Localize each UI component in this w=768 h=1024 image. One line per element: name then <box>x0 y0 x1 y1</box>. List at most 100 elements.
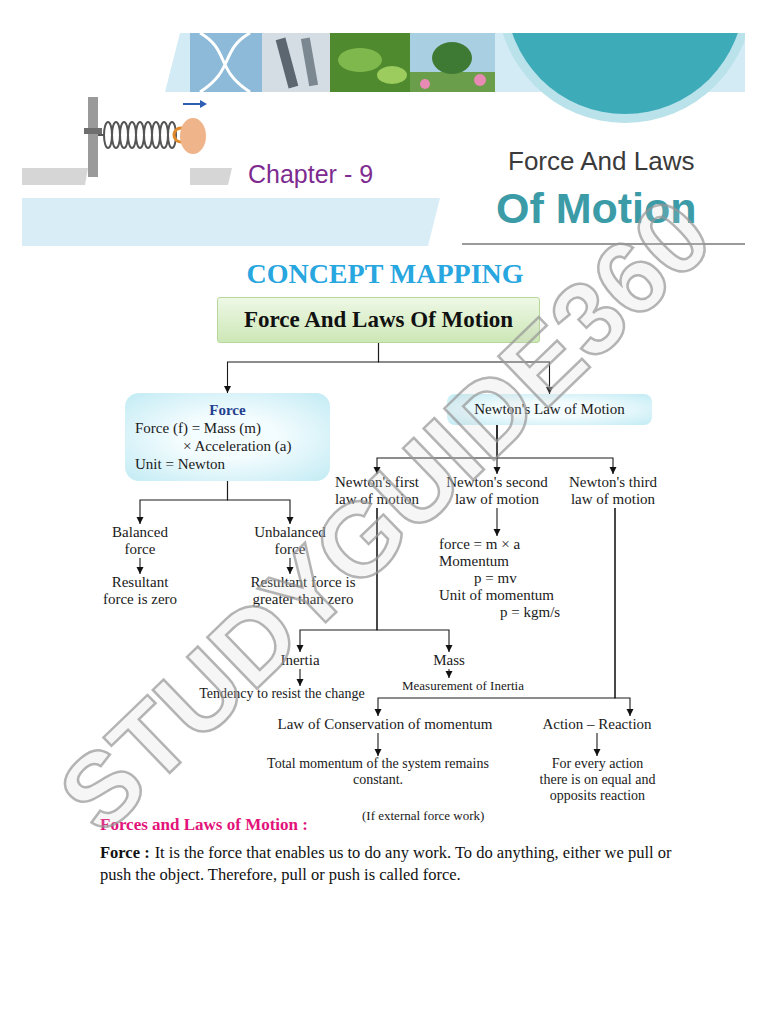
node-text: Law of Conservation of momentum <box>255 716 515 733</box>
concept-text: Total momentum of the system remains con… <box>253 756 503 788</box>
grass <box>410 72 495 92</box>
node-text: Balanced force <box>100 524 180 558</box>
spring-coil <box>104 122 112 148</box>
flower <box>474 74 486 86</box>
node-text: Action – Reaction <box>522 716 672 733</box>
wall-post <box>88 97 98 177</box>
node-text: Force <box>135 401 320 419</box>
node-text: Unit = Newton <box>135 455 320 473</box>
connector-arrow <box>299 669 300 686</box>
node-text: Tendency to resist the change <box>192 686 372 702</box>
spring-coil <box>112 122 120 148</box>
concept-text: Action – Reaction <box>522 716 672 733</box>
node-text: Force And Laws Of Motion <box>222 308 535 332</box>
disc-ring <box>497 33 745 123</box>
node-text: force = m × a <box>439 536 574 553</box>
leaf-photo <box>330 33 410 92</box>
connector-arrow <box>448 669 449 678</box>
concept-box: ForceForce (f) = Mass (m) × Acceleration… <box>125 393 330 481</box>
teal-disc <box>497 33 745 123</box>
connector-arrow <box>377 425 497 474</box>
section-heading: Forces and Laws of Motion : <box>100 815 308 835</box>
node-text: Newton's first law of motion <box>323 474 431 508</box>
connector-arrow <box>140 481 228 524</box>
term-label: Force : <box>100 843 150 862</box>
body-text: It is the force that enables us to do an… <box>100 843 671 884</box>
heading-rule <box>462 243 745 245</box>
spring-coil <box>144 122 152 148</box>
connector-arrow <box>139 558 140 574</box>
concept-text: Resultant force is zero <box>98 574 182 608</box>
title-box: Force And Laws Of Motion <box>217 297 540 343</box>
connector-arrow <box>377 733 378 756</box>
node-text: p = mv <box>439 570 574 587</box>
connector-arrow <box>496 508 497 536</box>
concept-text: Balanced force <box>100 524 180 558</box>
spring-coil <box>120 122 128 148</box>
blue-band <box>22 198 440 246</box>
concept-text: Newton's second law of motion <box>443 474 551 508</box>
node-text: Newton's Law of Motion <box>451 401 648 418</box>
gray-bar <box>22 168 88 185</box>
node-text: Total momentum of the system remains con… <box>253 756 503 788</box>
microscope-lens <box>276 38 299 89</box>
connector-arrow <box>228 343 379 393</box>
spring-coil <box>128 122 136 148</box>
node-text: Momentum <box>439 553 574 570</box>
concept-text: Inertia <box>260 652 340 669</box>
flower <box>420 79 430 89</box>
concept-text: Unbalanced force <box>250 524 330 558</box>
node-text: p = kgm/s <box>439 604 574 621</box>
spring-coil <box>152 122 160 148</box>
connector-arrow <box>289 558 290 574</box>
gray-bar <box>190 168 232 185</box>
chapter-decor <box>22 168 745 246</box>
connector-arrow <box>379 343 550 394</box>
pull-arrow-head <box>200 100 207 108</box>
banner-photos <box>190 33 495 92</box>
tree <box>432 42 472 74</box>
dna-helix <box>200 33 250 92</box>
node-text: For every action there is on equal and o… <box>538 756 657 804</box>
node-text: Unbalanced force <box>250 524 330 558</box>
disc-core <box>506 33 744 114</box>
node-text: Force (f) = Mass (m) × Acceleration (a) <box>135 419 343 455</box>
microscope-photo <box>262 33 330 92</box>
concept-text: For every action there is on equal and o… <box>538 756 657 804</box>
formula-text: force = m × aMomentump = mvUnit of momen… <box>439 536 574 621</box>
pull-arrow <box>183 103 200 105</box>
dna-photo <box>190 33 262 92</box>
chapter-number: Chapter - 9 <box>248 160 373 188</box>
post-clamp <box>84 128 102 134</box>
node-text: Newton's second law of motion <box>443 474 551 508</box>
spring-coil <box>160 122 168 148</box>
concept-text: Newton's first law of motion <box>323 474 431 508</box>
connector-arrow <box>596 733 597 756</box>
spring-coil <box>136 122 144 148</box>
concept-text: Tendency to resist the change <box>192 686 372 702</box>
spring-illustration <box>84 97 207 177</box>
diagram-title: CONCEPT MAPPING <box>185 259 585 289</box>
microscope-lens <box>301 37 318 86</box>
chapter-title: Force And Laws <box>508 147 694 175</box>
node-text: Measurement of Inertia <box>383 678 543 693</box>
node-text: Resultant force is zero <box>98 574 182 608</box>
connector-arrow <box>378 508 615 716</box>
header-banner <box>165 0 753 123</box>
node-text: Inertia <box>260 652 340 669</box>
note-text: (If external force work) <box>362 808 484 823</box>
node-text: Newton's third law of motion <box>559 474 667 508</box>
leaf <box>338 48 382 72</box>
watermark: STUDYGUIDE360 <box>39 178 731 851</box>
connector-arrow <box>228 481 291 524</box>
node-text: Resultant force is greater than zero <box>247 574 359 608</box>
concept-text: Mass <box>409 652 489 669</box>
connector-arrow <box>377 508 449 652</box>
connector-arrow <box>615 508 630 716</box>
paragraph: Force :It is the force that enables us t… <box>100 842 678 886</box>
node-text: Mass <box>409 652 489 669</box>
concept-box: Newton's Law of Motion <box>447 394 652 425</box>
pulling-hand <box>180 118 206 154</box>
